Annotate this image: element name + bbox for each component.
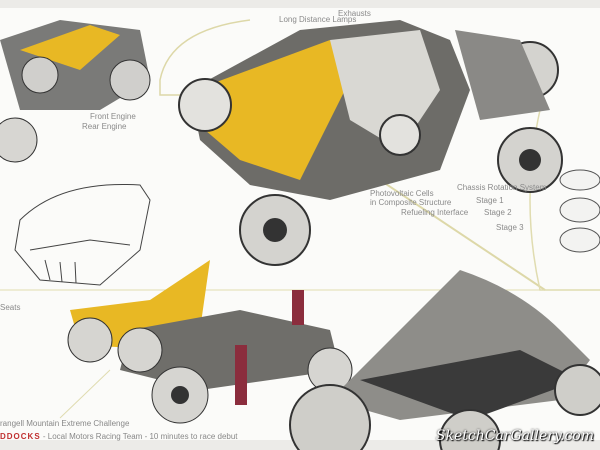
caption-brand: DDOCKS: [0, 432, 41, 441]
caption-team: DDOCKS - Local Motors Racing Team - 10 m…: [0, 432, 238, 441]
label-composite: in Composite Structure: [370, 198, 452, 207]
driver-figure: [235, 345, 247, 405]
watermark: SketchCarGallery.com: [435, 428, 594, 444]
caption-team-text: - Local Motors Racing Team - 10 minutes …: [40, 432, 238, 441]
label-refueling: Refueling Interface: [401, 208, 469, 217]
guide-line: [159, 19, 251, 96]
car-render-bottomright: [289, 270, 600, 450]
chassis-stage-sketches: [559, 169, 600, 253]
guide-line: [59, 369, 111, 419]
label-seats: Seats: [0, 303, 21, 312]
car-sketch-topleft: [0, 20, 151, 163]
pencil-sketch: [14, 183, 151, 286]
caption-challenge: rangell Mountain Extreme Challenge: [0, 419, 130, 428]
label-front-engine: Front Engine: [90, 112, 136, 121]
car-render-bottomleft: [67, 260, 353, 424]
label-stage-1: Stage 1: [476, 196, 504, 205]
label-exhausts: Exhausts: [338, 9, 371, 18]
guide-line: [379, 179, 546, 291]
label-stage-2: Stage 2: [484, 208, 512, 217]
label-rear-engine: Rear Engine: [82, 122, 127, 131]
label-photovoltaic: Photovoltaic Cells: [370, 189, 434, 198]
driver-figure: [292, 290, 304, 325]
label-long-distance-lamps: Long Distance Lamps: [279, 15, 357, 24]
label-stage-3: Stage 3: [496, 223, 524, 232]
car-render-main: [178, 20, 563, 266]
label-chassis-rotation: Chassis Rotation System: [457, 183, 547, 192]
